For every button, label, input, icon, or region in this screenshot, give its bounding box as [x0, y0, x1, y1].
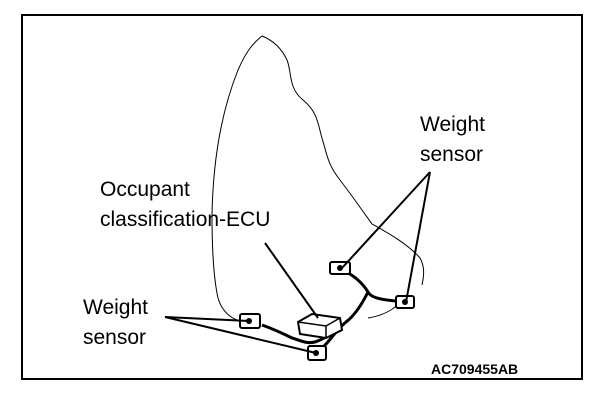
ecu-label-line2: classification-ECU: [100, 208, 271, 231]
leader-lines: [164, 171, 431, 354]
seat-outline: [211, 35, 425, 299]
figure-id: AC709455AB: [431, 361, 519, 377]
weight-sensor-right-label-line2: sensor: [420, 143, 484, 166]
weight-sensor-right-label-line1: Weight: [420, 113, 485, 136]
wiring-harness: [261, 268, 405, 354]
diagram-frame: [21, 14, 583, 380]
occupant-classification-ecu: [296, 312, 344, 340]
weight-sensor-left-label-line1: Weight: [83, 296, 148, 319]
weight-sensor-front-right: [307, 345, 327, 361]
weight-sensor-rear-right: [395, 295, 415, 309]
weight-sensor-left-label-line2: sensor: [83, 326, 147, 349]
ecu-label-line1: Occupant: [100, 178, 190, 201]
